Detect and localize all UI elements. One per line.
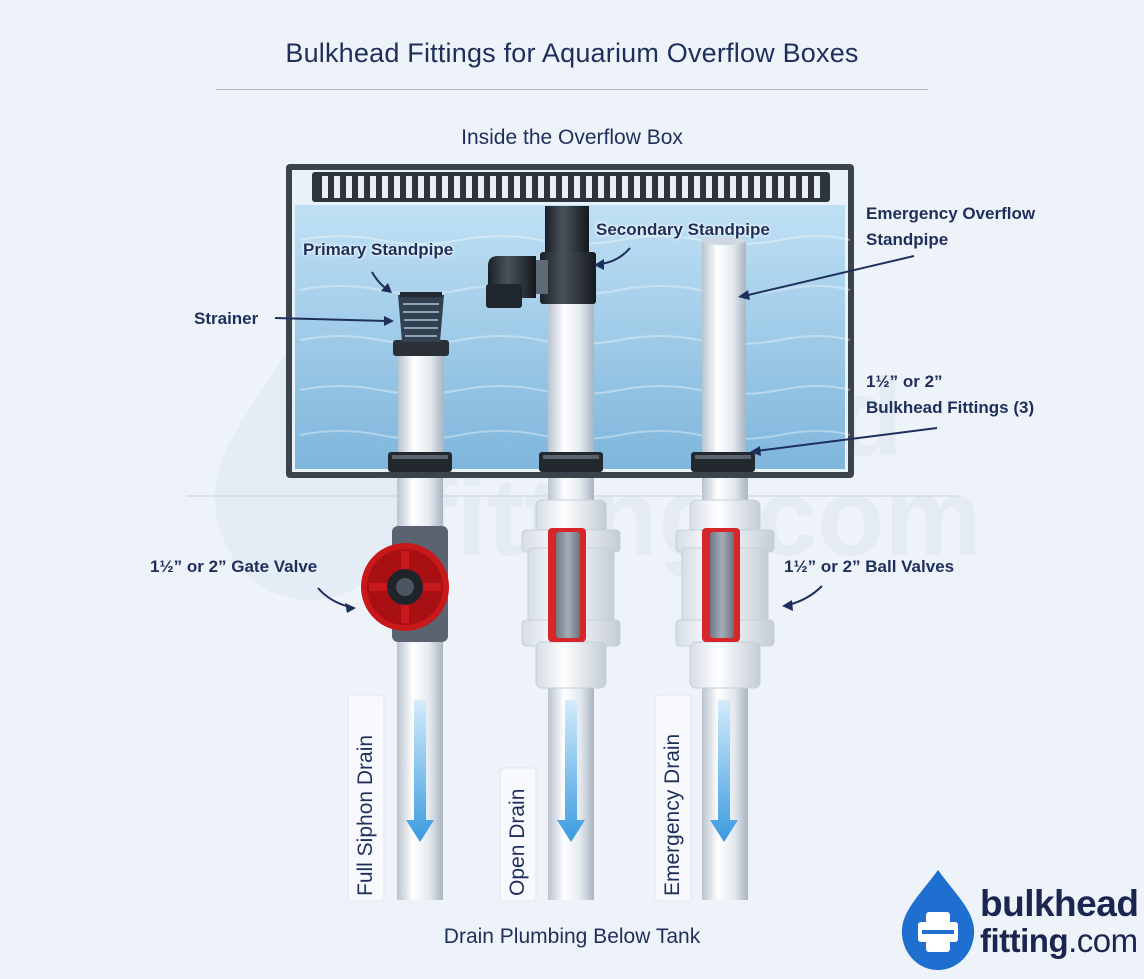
label-emergency-drain: Emergency Drain <box>661 733 684 896</box>
label-gate-valve: 1½” or 2” Gate Valve <box>150 557 318 576</box>
brand-logo-icon <box>901 870 975 970</box>
brand-name-line2: fitting.com <box>980 922 1138 960</box>
primary-standpipe <box>393 292 449 460</box>
flow-arrow-3 <box>710 700 738 842</box>
label-open-drain: Open Drain <box>506 788 529 896</box>
callout-arrowheads <box>345 259 793 613</box>
ball-valve-1 <box>521 499 621 689</box>
flow-arrow-1 <box>406 700 434 842</box>
label-emergency-overflow-1: Emergency Overflow <box>866 204 1036 223</box>
emergency-drain-label-box <box>654 694 692 902</box>
flow-arrows <box>406 700 738 842</box>
bulkhead-callout <box>755 427 938 452</box>
label-bulkhead-1: 1½” or 2” <box>866 372 943 391</box>
section-title-below: Drain Plumbing Below Tank <box>443 925 701 948</box>
label-strainer: Strainer <box>194 309 259 328</box>
brand-name-line2-suffix: .com <box>1068 922 1138 959</box>
open-drain-label-box <box>499 767 537 902</box>
brand-name-line1: bulkhead <box>980 883 1139 924</box>
label-primary-standpipe: Primary Standpipe <box>303 240 454 259</box>
tee-coupling <box>534 260 548 294</box>
secondary-pipe <box>548 296 594 462</box>
ball-valves-callout <box>787 585 823 606</box>
callout-lines <box>274 247 938 608</box>
title-divider <box>216 89 928 90</box>
brand-name-line2-main: fitting <box>980 922 1069 959</box>
emergency-pipe <box>702 240 746 462</box>
strainer-callout <box>274 317 389 322</box>
tee-fitting-top <box>545 206 589 260</box>
full-siphon-label-box <box>347 694 385 902</box>
page-title: Bulkhead Fittings for Aquarium Overflow … <box>285 38 859 68</box>
overflow-comb <box>312 172 830 202</box>
gate-valve <box>361 526 449 642</box>
ball-valve-1-handle <box>556 532 580 638</box>
ball-valve-2 <box>675 499 775 689</box>
elbow-outlet <box>486 284 522 308</box>
primary-pipe-inside <box>398 350 444 460</box>
label-bulkhead-2: Bulkhead Fittings (3) <box>866 398 1035 417</box>
label-emergency-overflow-2: Standpipe <box>866 230 949 249</box>
label-secondary-standpipe: Secondary Standpipe <box>596 220 770 239</box>
comb-teeth <box>322 176 820 198</box>
ball-valve-2-handle <box>710 532 734 638</box>
label-full-siphon-drain: Full Siphon Drain <box>354 734 377 896</box>
secondary-standpipe <box>486 206 596 462</box>
label-ball-valves: 1½” or 2” Ball Valves <box>784 557 955 576</box>
emergency-standpipe <box>702 237 746 462</box>
bulkhead-fittings <box>388 452 755 472</box>
emergency-standpipe-callout <box>743 255 915 297</box>
section-title-inside: Inside the Overflow Box <box>461 126 683 149</box>
tee-fitting-body <box>540 252 596 304</box>
strainer-base <box>393 340 449 356</box>
flow-arrow-2 <box>557 700 585 842</box>
strainer-icon <box>398 292 444 342</box>
